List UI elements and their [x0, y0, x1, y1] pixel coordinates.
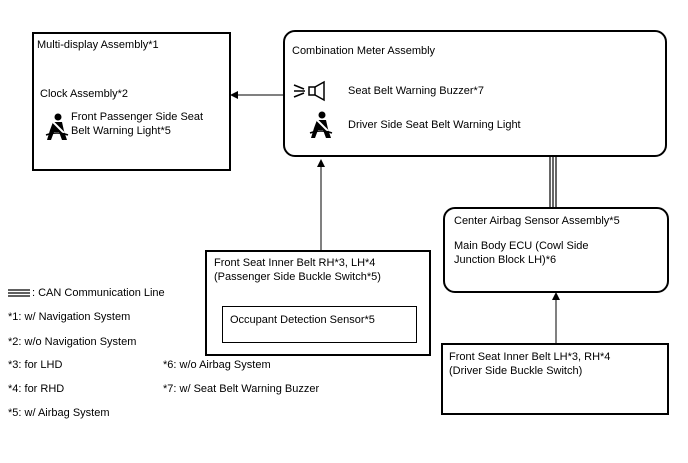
driver-buckle-switch-box	[441, 343, 669, 415]
multi-display-assembly-box	[32, 32, 231, 171]
legend-note: *7: w/ Seat Belt Warning Buzzer	[163, 383, 320, 395]
driver-buckle-switch-title: Front Seat Inner Belt LH*3, RH*4 (Driver…	[449, 351, 611, 377]
can-legend-symbol	[8, 289, 30, 297]
driver-side-light-label: Driver Side Seat Belt Warning Light	[348, 119, 521, 131]
center-airbag-sensor-box	[443, 207, 669, 293]
legend-note: *4: for RHD	[8, 383, 65, 395]
center-airbag-title: Center Airbag Sensor Assembly*5	[454, 215, 620, 227]
can-line	[549, 156, 557, 208]
main-body-ecu-label: Main Body ECU (Cowl Side Junction Block …	[454, 240, 589, 266]
clock-assembly-label: Clock Assembly*2	[40, 88, 129, 100]
seat-belt-buzzer-label: Seat Belt Warning Buzzer*7	[348, 85, 484, 97]
combination-meter-title: Combination Meter Assembly	[292, 45, 436, 57]
combination-meter-assembly-box	[283, 30, 667, 157]
buzzer-icon	[292, 80, 334, 105]
passenger-buckle-switch-title: Front Seat Inner Belt RH*3, LH*4 (Passen…	[214, 257, 381, 283]
front-passenger-light-label: Front Passenger Side Seat Belt Warning L…	[71, 111, 204, 137]
legend-note: *2: w/o Navigation System	[8, 336, 137, 348]
occupant-detection-sensor-label: Occupant Detection Sensor*5	[230, 314, 375, 326]
seatbelt-warning-icon	[309, 111, 333, 142]
legend-note: *6: w/o Airbag System	[163, 359, 271, 371]
legend-note: *5: w/ Airbag System	[8, 407, 110, 419]
occupant-detection-sensor-box	[222, 306, 417, 343]
legend-note: *3: for LHD	[8, 359, 63, 371]
seatbelt-warning-icon	[45, 113, 69, 144]
legend-note: *1: w/ Navigation System	[8, 311, 131, 323]
can-line-legend-label: : CAN Communication Line	[32, 287, 165, 299]
multi-display-title: Multi-display Assembly*1	[37, 39, 159, 51]
